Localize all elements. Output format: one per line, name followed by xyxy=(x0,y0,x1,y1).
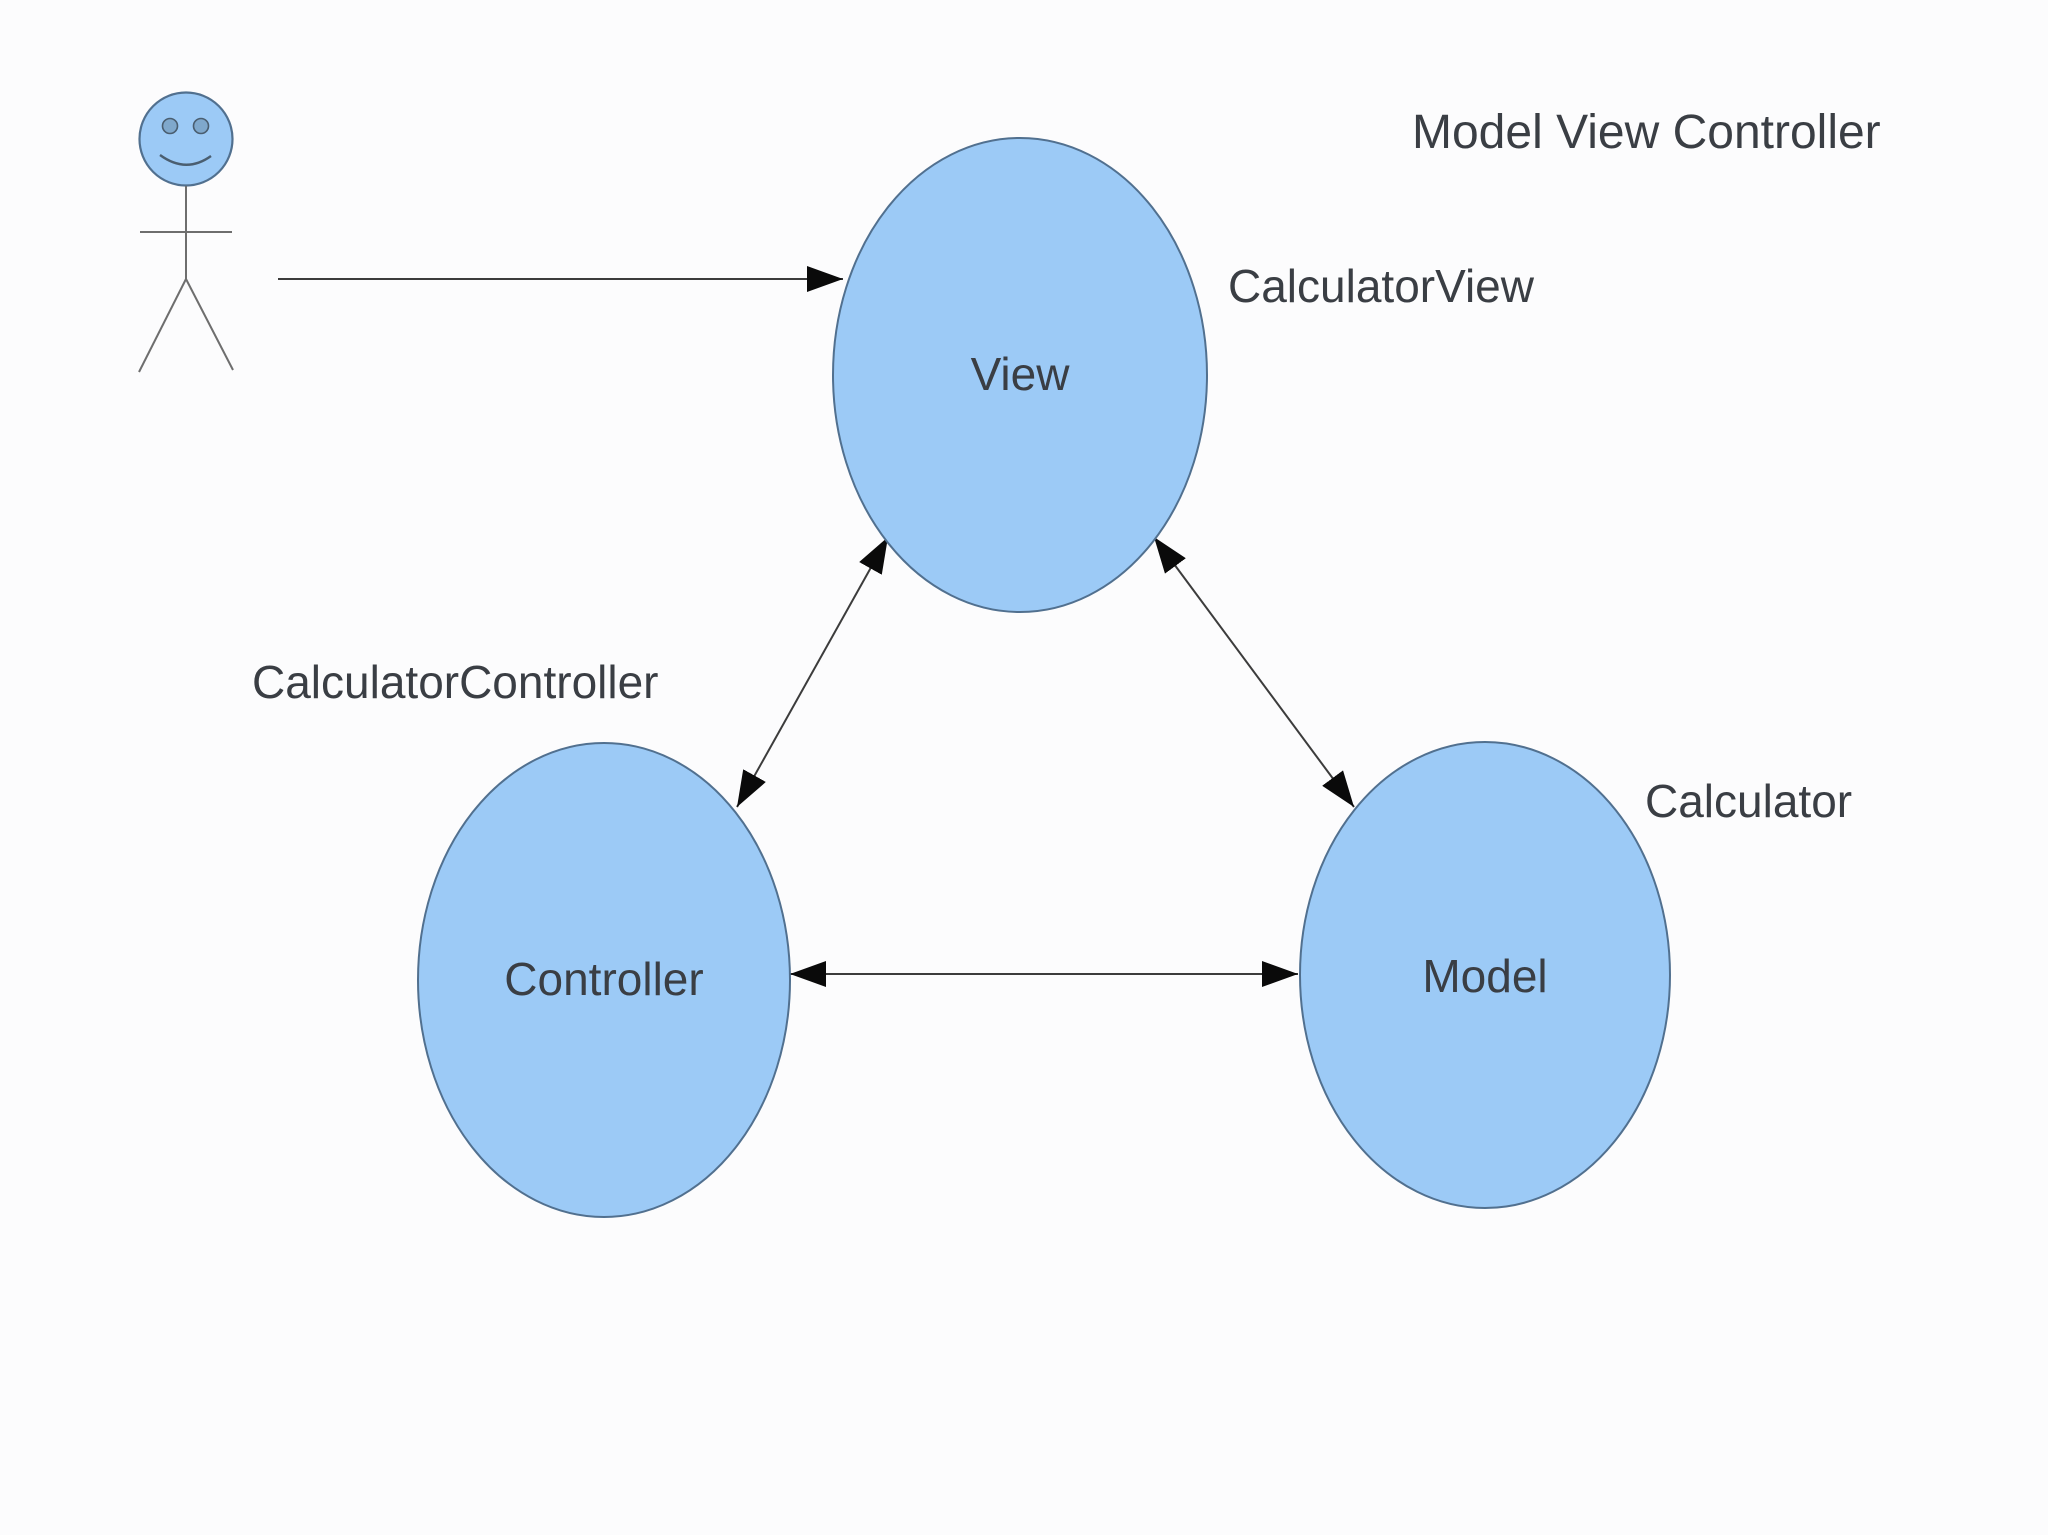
actor-head xyxy=(138,91,234,187)
actor-eye-right-icon xyxy=(192,117,210,135)
actor-icon xyxy=(138,91,234,373)
diagram-title: Model View Controller xyxy=(1412,106,1881,159)
controller-node-ellipse xyxy=(417,742,791,1218)
model-node-label: Model xyxy=(1422,950,1547,1002)
actor-smile-icon xyxy=(159,154,212,166)
model-annotation: Calculator xyxy=(1645,775,1852,827)
actor-leg-left xyxy=(138,278,187,373)
model-node-ellipse xyxy=(1299,741,1671,1209)
view-node: View xyxy=(832,137,1208,613)
view-node-ellipse xyxy=(832,137,1208,613)
edge-view-controller xyxy=(736,536,889,808)
model-node: Model xyxy=(1299,741,1671,1209)
actor-leg-right xyxy=(185,278,234,371)
view-annotation: CalculatorView xyxy=(1228,260,1535,312)
controller-node-label: Controller xyxy=(504,953,703,1005)
controller-node: Controller xyxy=(417,742,791,1218)
edge-view-model xyxy=(1153,536,1355,808)
view-node-label: View xyxy=(971,348,1071,400)
controller-annotation: CalculatorController xyxy=(252,656,659,708)
actor-eye-left-icon xyxy=(161,117,179,135)
